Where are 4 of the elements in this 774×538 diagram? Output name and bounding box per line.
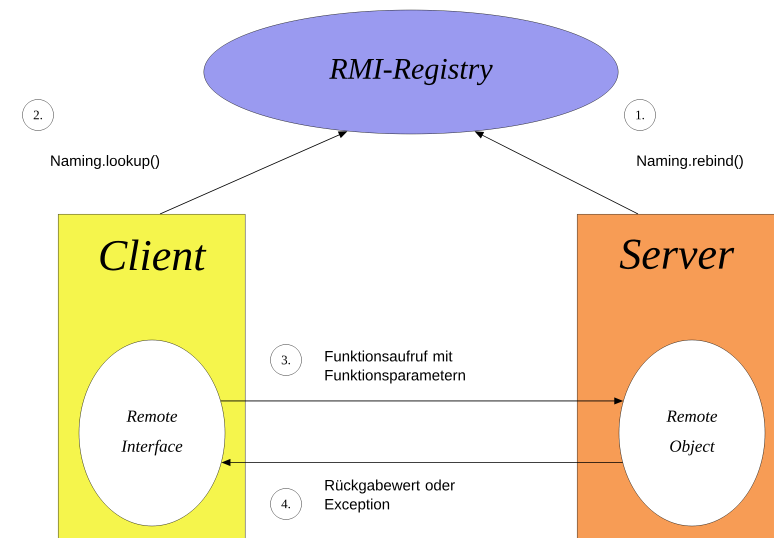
edge-label: Naming.rebind() [637, 155, 743, 169]
edge-label: Rückgabewert oder Exception [325, 480, 455, 512]
edge-label: Funktionsaufruf mit Funktionsparametern [325, 350, 465, 384]
edge-label: Naming.lookup() [51, 155, 160, 169]
